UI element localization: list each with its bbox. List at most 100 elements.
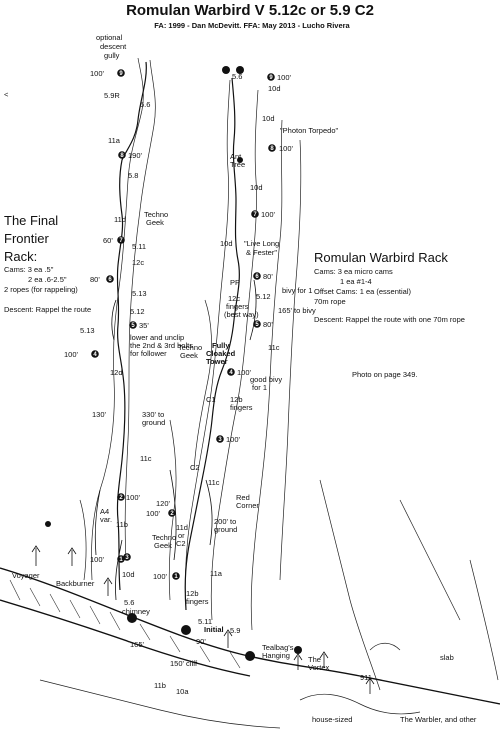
descent-note: descent [100, 42, 127, 51]
pitch-length: 120' [156, 499, 171, 508]
pitch-grade: 11d [176, 523, 188, 532]
pitch-name: & Fester" [246, 248, 277, 257]
ground-line [0, 567, 500, 729]
pitch-note: fingers [226, 302, 249, 311]
anchor-number: 9 [269, 75, 273, 81]
pitch-name: "Live Long [244, 239, 279, 248]
pitch-grade: 10d [250, 183, 263, 192]
pitch-grade: 11a [210, 569, 223, 578]
tree-icon [222, 66, 230, 74]
right-rack-line-4: 70m rope [314, 297, 346, 306]
route-name: Techno [178, 343, 202, 352]
anchor-number: 2 [170, 511, 174, 517]
anchor-marker: 100' 2 [146, 509, 176, 518]
left-rack-line-3: 2 ropes (for rappeling) [4, 285, 78, 294]
right-rack-line-3: Offset Cams: 1 ea (essential) [314, 287, 411, 296]
pitch-grade: 12c [228, 294, 240, 303]
anchor-marker: 60' 7 [103, 236, 125, 245]
anchor-marker: 2 100' [117, 493, 141, 502]
anchor-number: 9 [119, 71, 123, 77]
anchor-marker: 5 35' [129, 321, 149, 330]
pitch-grade: 11a [108, 136, 121, 145]
anchor-marker: 100' 1 [153, 572, 180, 581]
anchor-number: 7 [253, 212, 257, 218]
pitch-grade: 5.6 [124, 598, 134, 607]
pitch-name: "Photon Torpedo" [280, 126, 338, 135]
pitch-length: 130' [92, 410, 107, 419]
route-name: The Warbler, and other [400, 715, 477, 724]
feature-name: slab [440, 653, 454, 662]
anchor-marker: 80' 6 [90, 275, 114, 284]
route-name: Geek [146, 218, 164, 227]
pitch-grade: 12c [132, 258, 144, 267]
back-arrow[interactable]: < [4, 90, 9, 99]
pitch-grade: C2 [190, 463, 200, 472]
anchor-number: 3 [218, 437, 222, 443]
pitch-note: (best way) [224, 310, 259, 319]
descent-note: gully [104, 51, 120, 60]
route-name: Techno [152, 533, 176, 542]
feature-name: Tower [206, 357, 228, 366]
pitch-grade: 10d [262, 114, 275, 123]
pitch-grade: 10d [268, 84, 281, 93]
pitch-grade: 5.9 [230, 626, 240, 635]
pitch-length: 80' [263, 320, 273, 329]
tree-icon [294, 646, 302, 654]
left-rack-descent: Descent: Rappel the route [4, 305, 91, 314]
final-frontier-labels: optional descent gully 5.9R 5.6 11a 5.8 … [12, 33, 198, 696]
bivy-note: good bivy [250, 375, 282, 384]
pitch-length: 190' [128, 151, 143, 160]
to-ground-note: 330' to [142, 410, 164, 419]
anchor-number: 8 [270, 146, 274, 152]
anchor-number: 2 [119, 495, 123, 501]
pitch-grade: C1 [206, 395, 216, 404]
pitch-length: 100' [64, 350, 79, 359]
feature-name: Tree [230, 160, 245, 169]
descent-note: optional [96, 33, 123, 42]
bivy-note: for 1 [252, 383, 267, 392]
pitch-grade: 5.6 [140, 100, 150, 109]
pitch-length: 90' [196, 637, 206, 646]
pitch-grade: 11b [154, 681, 166, 690]
tree-icon [237, 157, 243, 163]
route-name: Hanging [262, 651, 290, 660]
final-frontier-anchors: 100' 9 8 190' 60' 7 80' 6 5 35' 100' 4 2… [64, 69, 149, 564]
pitch-grade: 11c [208, 478, 220, 487]
pitch-grade: 10d [220, 239, 233, 248]
left-rack-line-1: Cams: 3 ea .5" [4, 265, 54, 274]
pitch-grade: 5.11 [198, 617, 212, 626]
pitch-length: 100' [126, 493, 141, 502]
anchor-number: 6 [255, 274, 259, 280]
pitch-grade: 12d [110, 368, 123, 377]
right-rack-descent: Descent: Rappel the route with one 70m r… [314, 315, 465, 324]
beta-note: lower and unclip [130, 333, 184, 342]
anchor-marker: 3 100' [216, 435, 241, 444]
route-name: Vortex [308, 663, 330, 672]
feature-name: Fully [212, 341, 230, 350]
pitch-length: 100' [90, 555, 105, 564]
anchor-number: 1 [174, 574, 178, 580]
pitch-length: 80' [90, 275, 100, 284]
feature-name: Cloaked [206, 349, 236, 358]
route-name: Voyager [12, 571, 40, 580]
variation-grade: var. [100, 515, 112, 524]
to-ground-note: ground [142, 418, 165, 427]
anchor-marker: 6 80' [253, 272, 273, 281]
pitch-grade: 5.12 [130, 307, 145, 316]
route-name: Backburner [56, 579, 95, 588]
pitch-length: 100' [153, 572, 168, 581]
tree-icon [127, 613, 137, 623]
feature-name: chimney [122, 607, 150, 616]
anchor-number: 5 [255, 322, 259, 328]
pitch-grade: 5.8 [128, 171, 138, 180]
right-rack-line-2: 1 ea #1-4 [340, 277, 372, 286]
anchor-number: 4 [229, 370, 233, 376]
left-rack-line-2: 2 ea .6-2.5" [28, 275, 67, 284]
pitch-note: fingers [186, 597, 209, 606]
feature-name: house-sized [312, 715, 352, 724]
pitch-grade: 12b [186, 589, 199, 598]
left-rack-title-1: The Final [4, 213, 58, 228]
feature-name: Corner [236, 501, 259, 510]
route-name: The [308, 655, 321, 664]
